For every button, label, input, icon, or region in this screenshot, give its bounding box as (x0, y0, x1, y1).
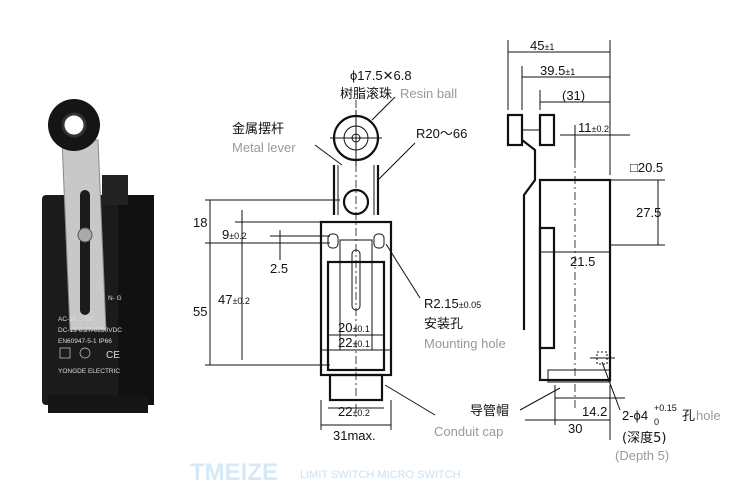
product-photo: N- G AC-15 ... DC DC-13 0.27A/250VDC EN6… (42, 99, 154, 413)
conduit-cap-en: Conduit cap (434, 424, 503, 439)
lever-radius: R20～66 (416, 126, 467, 141)
dim-18: 18 (193, 215, 207, 230)
roller-label-cn: 树脂滚珠 (340, 86, 392, 102)
side-hole-en: hole (696, 408, 721, 423)
lever-label-en: Metal lever (232, 140, 296, 155)
dim-14-2: 14.2 (582, 404, 607, 419)
photo-manufacturer: YONGDE ELECTRIC (58, 368, 120, 375)
photo-model-text: N- G (108, 295, 122, 302)
mounting-hole-en: Mounting hole (424, 336, 506, 351)
mounting-hole-cn: 安装孔 (424, 317, 463, 332)
side-hole-tol-up: +0.15 (654, 403, 677, 413)
dim-20-5: □20.5 (630, 160, 663, 175)
dim-31-max: 31max. (333, 428, 376, 443)
side-hole-tol-down: 0 (654, 417, 659, 427)
side-view (506, 40, 665, 440)
lever-label-cn: 金属摆杆 (232, 121, 284, 137)
watermark-logo: TMEIZE (190, 459, 278, 486)
dim-45: 45±1 (530, 38, 554, 53)
dim-9: 9±0.2 (222, 227, 247, 242)
mounting-hole-dimension: R2.15±0.05 (424, 296, 481, 311)
dim-39-5: 39.5±1 (540, 63, 575, 78)
conduit-cap-cn: 导管帽 (470, 403, 509, 419)
side-hole-cn: 孔 (682, 409, 695, 424)
dim-11: 11±0.2 (578, 120, 609, 135)
side-hole-prefix: 2-ϕ4 (622, 408, 648, 423)
dim-30: 30 (568, 421, 582, 436)
dim-20: 20±0.1 (338, 320, 370, 335)
watermark-tagline: LIMIT SWITCH MICRO SWITCH (300, 469, 461, 481)
dim-55: 55 (193, 304, 207, 319)
roller-dimension: ϕ17.5✕6.8 (350, 68, 412, 83)
photo-rating-2: DC-13 0.27A/250VDC (58, 327, 122, 334)
photo-rating-1: AC-15 ... DC (58, 316, 95, 323)
dim-22: 22±0.1 (338, 335, 370, 350)
dim-27-5: 27.5 (636, 205, 661, 220)
dim-21-5: 21.5 (570, 254, 595, 269)
front-view (205, 96, 436, 430)
dim-47: 47±0.2 (218, 292, 250, 307)
dim-31-side: (31) (562, 88, 585, 103)
photo-rating-3: EN60947-5-1 IP66 (58, 338, 112, 345)
dim-22-bottom: 22±0.2 (338, 404, 370, 419)
roller-label-en: Resin ball (400, 86, 457, 101)
side-hole-dimension: 2-ϕ4 +0.15 0 孔 hole (622, 403, 721, 427)
hole-depth-en: (Depth 5) (615, 448, 669, 463)
ce-mark: CE (106, 350, 120, 361)
dim-2-5: 2.5 (270, 261, 288, 276)
hole-depth-cn: (深度5) (622, 430, 666, 446)
